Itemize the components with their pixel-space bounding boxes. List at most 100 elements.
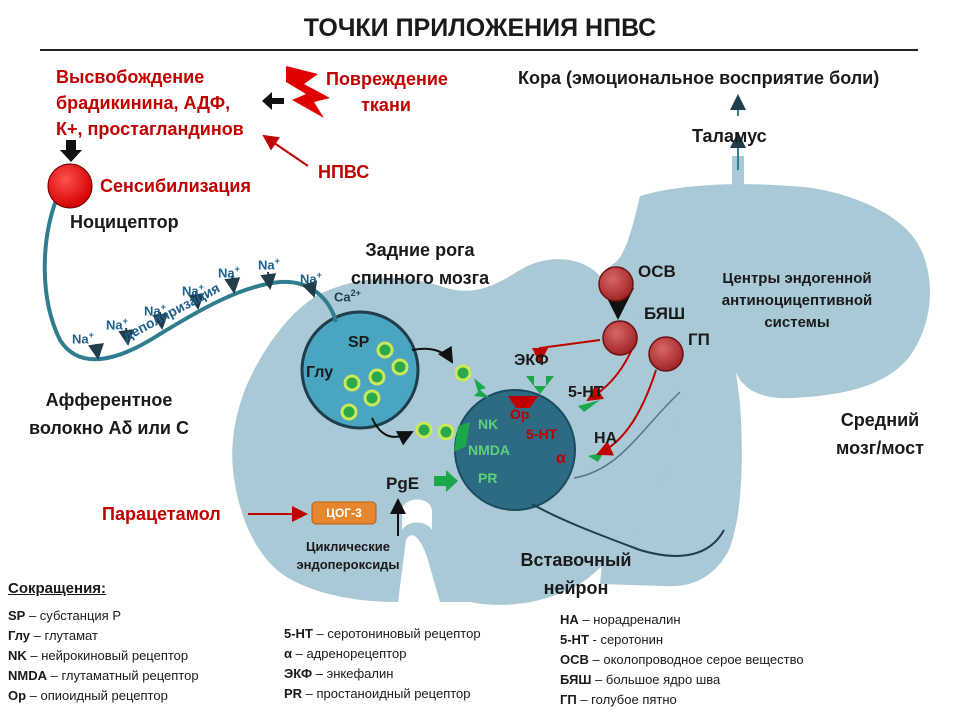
arrow-left-icon — [262, 92, 284, 110]
cortex-label: Кора (эмоциональное восприятие боли) — [518, 68, 880, 88]
glu-label: Глу — [306, 364, 334, 381]
nociceptor-label: Ноцицептор — [70, 212, 179, 232]
na-ion-label: Na+ — [182, 282, 204, 299]
cyclic-endoperoxides-label: Циклические эндопероксиды — [280, 538, 416, 574]
opioid-receptor — [508, 396, 538, 408]
tissue-damage-label: Повреждение ткани — [326, 66, 448, 118]
pge-label: PgE — [386, 474, 420, 493]
midbrain-label: Средний мозг/мост — [822, 406, 938, 462]
release-arrow-sp — [411, 345, 454, 364]
release-line-1: Высвобождение — [56, 67, 205, 87]
cox3-box — [311, 501, 377, 525]
na-ion-label: Na+ — [218, 264, 240, 281]
legend-abbr: ГП — [560, 692, 577, 707]
afferent-fiber-label: Афферентное волокно Aδ или С — [14, 386, 204, 442]
thalamus-stalk — [732, 156, 744, 190]
na-ion-label: Na+ — [106, 316, 128, 333]
byash-center — [602, 320, 638, 356]
nmda-receptor-label: NMDA — [468, 442, 510, 458]
brainstem-shape — [581, 184, 930, 587]
dorsal-horn-label: Задние рога спинного мозга — [336, 236, 504, 292]
sp-label: SP — [348, 334, 370, 351]
pr-receptor-label: PR — [478, 470, 498, 486]
legend-entry: PR – простаноидный рецептор — [284, 684, 481, 704]
legend-desc: - серотонин — [588, 632, 664, 647]
neurotransmitter-vesicles — [340, 341, 472, 441]
legend-entry: ГП – голубое пятно — [560, 690, 804, 710]
gp-label: ГП — [688, 330, 710, 349]
paracetamol-label: Парацетамол — [102, 504, 221, 524]
legend-abbr: 5-НТ — [284, 626, 313, 641]
ha-label: НА — [594, 430, 618, 447]
legend-abbr: SP — [8, 608, 26, 623]
legend-abbr: NK — [8, 648, 27, 663]
legend-abbr: α — [284, 646, 292, 661]
legend-desc: – голубое пятно — [576, 692, 677, 707]
ht-receptor-label: 5-НТ — [526, 426, 558, 442]
arrow-down-icon — [60, 140, 82, 162]
dorsal-horn-line-2: спинного мозга — [350, 268, 490, 288]
legend-column-2: 5-НТ – серотониновый рецептор α – адренор… — [284, 624, 481, 704]
nsaid-label: НПВС — [318, 162, 370, 182]
na-ion-label: Na+ — [300, 270, 322, 287]
legend-entry: NMDA – глутаматный рецептор — [8, 666, 199, 686]
dorsal-horn-line-1: Задние рога — [365, 240, 475, 260]
gp-center — [648, 336, 684, 372]
legend-entry: NK – нейрокиновый рецептор — [8, 646, 199, 666]
nk-receptor-label: NK — [478, 416, 499, 432]
ca-ion-label: Ca2+ — [334, 288, 361, 305]
legend-abbr: Глу — [8, 628, 31, 643]
legend-desc: – простаноидный рецептор — [302, 686, 471, 701]
legend-entry: БЯШ – большое ядро шва — [560, 670, 804, 690]
legend-abbr: НА — [560, 612, 579, 627]
interneuron-line-1: Вставочный — [520, 550, 632, 570]
afferent-fiber — [42, 194, 338, 362]
midbrain-line-1: Средний — [840, 410, 920, 430]
nsaid-arrow — [262, 134, 309, 167]
legend-abbr: ЭКФ — [284, 666, 313, 681]
legend-abbr: PR — [284, 686, 303, 701]
legend-entry: SP – субстанция Р — [8, 606, 199, 626]
legend-entry: НА – норадреналин — [560, 610, 804, 630]
central-canal — [402, 499, 432, 530]
centers-line-2: антиноцицептивной — [721, 292, 873, 309]
legend-desc: – субстанция Р — [25, 608, 121, 623]
lightning-icon — [286, 66, 330, 118]
interneuron-label: Вставочный нейрон — [508, 546, 644, 602]
na-ion-label: Na+ — [72, 330, 94, 347]
release-line-3: К+, простагландинов — [56, 119, 244, 139]
centers-line-1: Центры эндогенной — [722, 270, 872, 287]
ion-flow-arrows — [88, 271, 318, 360]
legend-entry: ОСВ – околопроводное серое вещество — [560, 650, 804, 670]
legend-desc: – глутамат — [30, 628, 98, 643]
legend-entry: Глу – глутамат — [8, 626, 199, 646]
interneuron-line-2: нейрон — [543, 578, 609, 598]
legend-abbr: БЯШ — [560, 672, 592, 687]
legend-entry: 5-НТ - серотонин — [560, 630, 804, 650]
centers-line-3: системы — [764, 314, 830, 331]
legend-desc: – опиоидный рецептор — [26, 688, 168, 703]
legend-abbr: NMDA — [8, 668, 47, 683]
afferent-line-2: волокно Aδ или С — [29, 418, 189, 438]
sensitization-label: Сенсибилизация — [100, 176, 251, 196]
osv-label: ОСВ — [638, 262, 676, 281]
cox3-label: ЦОГ-3 — [326, 506, 362, 520]
page-title: ТОЧКИ ПРИЛОЖЕНИЯ НПВС — [303, 14, 657, 42]
legend-entry: 5-НТ – серотониновый рецептор — [284, 624, 481, 644]
legend-desc: – адренорецептор — [292, 646, 407, 661]
osv-center — [598, 266, 634, 302]
legend-desc: – серотониновый рецептор — [312, 626, 481, 641]
release-line-2: брадикинина, АДФ, — [56, 93, 231, 113]
nociceptor-neuron — [47, 163, 93, 209]
ascending-tract — [573, 391, 681, 479]
damage-line-1: Повреждение — [326, 69, 448, 89]
presynaptic-terminal — [300, 310, 420, 430]
cyclic-line-1: Циклические — [306, 539, 390, 554]
release-arrow-glu — [371, 417, 414, 446]
thalamus-label: Таламус — [692, 126, 767, 146]
op-receptor-label: Op — [510, 406, 530, 422]
